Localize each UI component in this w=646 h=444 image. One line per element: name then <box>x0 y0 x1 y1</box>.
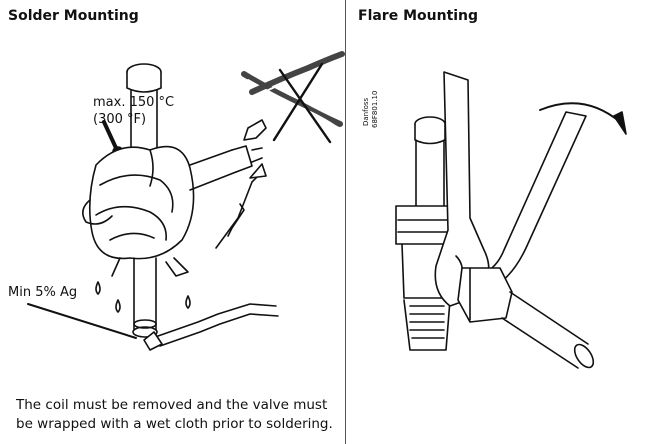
solder-instruction-caption: The coil must be removed and the valve m… <box>16 397 333 432</box>
angled-torch-illustration <box>215 163 267 249</box>
flare-valve-body <box>395 205 463 351</box>
wet-cloth-illustration <box>82 145 195 277</box>
brand-code-text: 68F801.10 <box>371 91 379 128</box>
brand-code-label: Danfoss 68F801.10 <box>362 91 379 128</box>
brand-name-text: Danfoss <box>362 97 370 126</box>
flare-pipe-illustration <box>501 291 595 369</box>
flare-mounting-title: Flare Mounting <box>358 8 479 24</box>
temperature-celsius: max. 150 °C <box>93 95 175 110</box>
temperature-fahrenheit: (300 °F) <box>93 112 147 127</box>
water-drops-icon <box>95 281 191 313</box>
solder-rod-illustration <box>27 303 137 339</box>
lower-pipe-illustration <box>132 257 158 338</box>
flare-valve-stem <box>414 116 446 209</box>
bottom-torch-illustration <box>143 303 279 351</box>
panel-divider <box>345 0 346 444</box>
solder-alloy-label: Min 5% Ag <box>8 285 78 300</box>
solder-mounting-title: Solder Mounting <box>8 8 139 24</box>
side-outlet-pipe <box>189 145 263 191</box>
flare-nut-illustration <box>457 267 513 323</box>
temperature-limit-label: max. 150 °C (300 °F) <box>93 94 174 128</box>
rotation-arrow-icon <box>539 102 627 135</box>
crossed-out-torch-illustration <box>241 51 345 144</box>
